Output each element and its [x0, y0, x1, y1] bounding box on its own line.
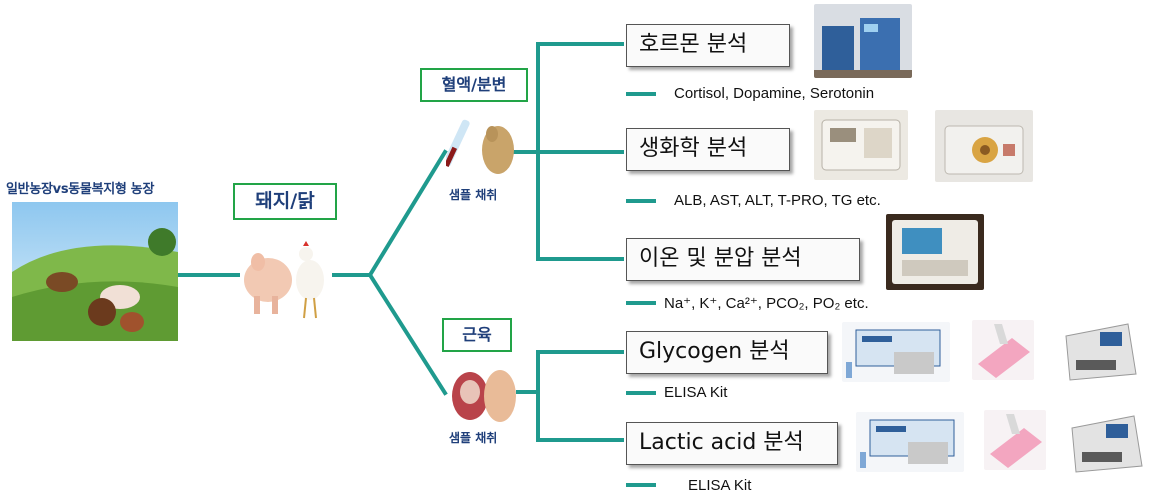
hormone-detail: Cortisol, Dopamine, Serotonin	[674, 85, 874, 102]
muscle-sample-photo	[448, 362, 520, 426]
ion-partial-pressure-analysis-box: 이온 및 분압 분석	[626, 238, 860, 281]
line-fork-muscle	[370, 275, 445, 393]
blood-sample-photo	[446, 114, 518, 180]
sample-rotor-analyzer-photo	[935, 110, 1033, 182]
blood-sample-collection-label: 샘플 채취	[449, 186, 497, 203]
biochemistry-analysis-box: 생화학 분석	[626, 128, 790, 171]
farm-photo	[12, 202, 178, 341]
glycogen-analysis-box: Glycogen 분석	[626, 331, 828, 374]
lactic-acid-analysis-box: Lactic acid 분석	[626, 422, 838, 465]
microplate-reader-photo	[1056, 316, 1142, 386]
biochemistry-detail: ALB, AST, ALT, T-PRO, TG etc.	[674, 192, 881, 209]
line-animals-fork	[334, 152, 445, 275]
blood-feces-label: 혈액/분변	[420, 68, 528, 102]
glycogen-detail: ELISA Kit	[664, 384, 727, 401]
microplate-reader-photo-2	[1062, 408, 1146, 480]
animals-label: 돼지/닭	[233, 183, 337, 220]
lactic-acid-detail: ELISA Kit	[688, 477, 751, 494]
muscle-sample-collection-label: 샘플 채취	[449, 429, 497, 446]
hplc-instrument-photo	[814, 4, 912, 78]
farm-title: 일반농장vs동물복지형 농장	[6, 178, 154, 197]
ion-detail: Na⁺, K⁺, Ca²⁺, PCO₂, PO₂ etc.	[664, 294, 869, 312]
elisa-kit-box-photo	[842, 322, 950, 382]
biochemistry-analyzer-photo	[814, 110, 908, 180]
elisa-plate-pipette-photo	[972, 320, 1034, 380]
blood-gas-analyzer-photo	[886, 214, 984, 290]
elisa-kit-box-photo-2	[856, 412, 964, 472]
muscle-label: 근육	[442, 318, 512, 352]
pig-chicken-photo	[240, 232, 332, 322]
hormone-analysis-box: 호르몬 분석	[626, 24, 790, 67]
elisa-plate-pipette-photo-2	[984, 410, 1046, 470]
